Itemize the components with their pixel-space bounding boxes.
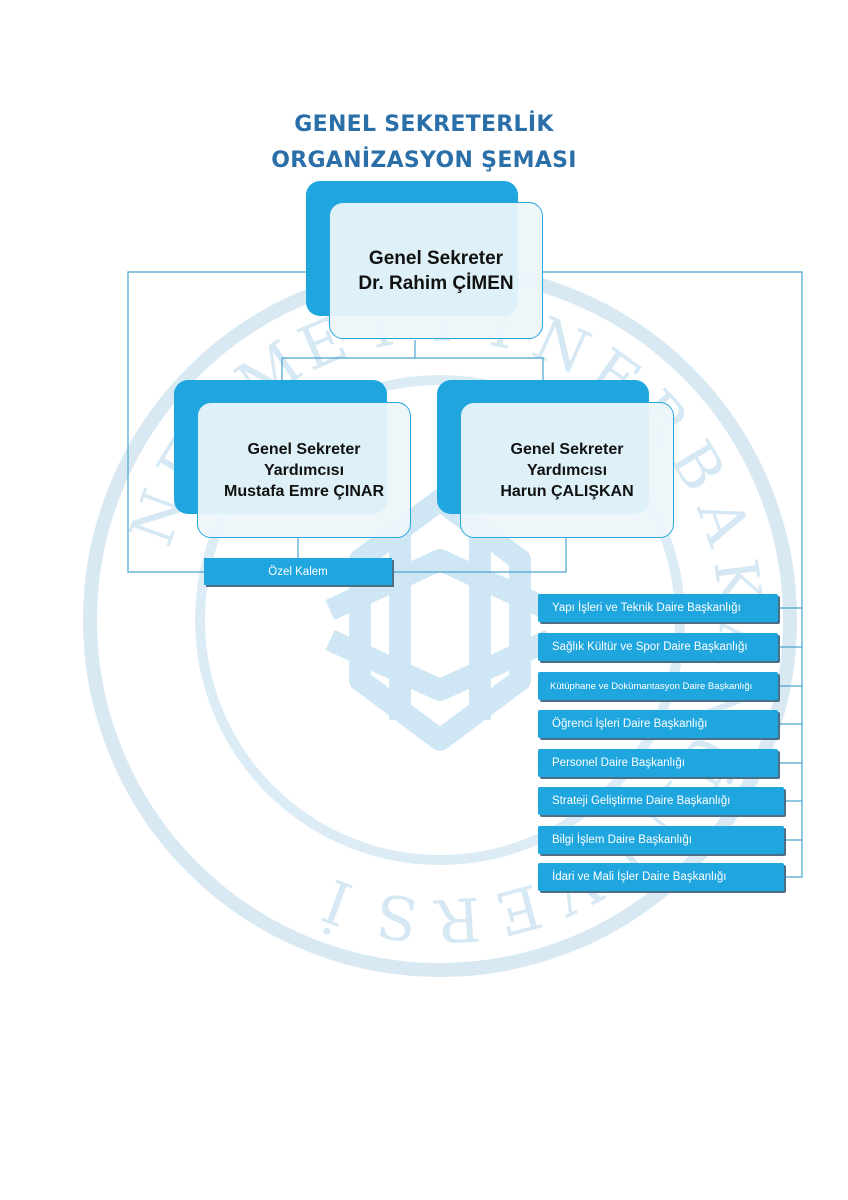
department-box-5: Personel Daire Başkanlığı bbox=[538, 749, 778, 777]
deputy-1-name: Mustafa Emre ÇINAR bbox=[223, 482, 385, 500]
department-box-7: Bilgi İşlem Daire Başkanlığı bbox=[538, 826, 784, 854]
deputy-2-role: Genel Sekreter bbox=[510, 440, 624, 458]
department-box-2: Sağlık Kültür ve Spor Daire Başkanlığı bbox=[538, 633, 778, 661]
watermark-letter: S bbox=[372, 879, 423, 954]
department-box-1: Yapı İşleri ve Teknik Daire Başkanlığı bbox=[538, 594, 778, 622]
department-box-6: Strateji Geliştirme Daire Başkanlığı bbox=[538, 787, 784, 815]
deputy-1-role-line-2: Yardımcısı bbox=[263, 461, 345, 479]
secretary-name: Dr. Rahim ÇİMEN bbox=[358, 272, 514, 294]
private-office-box: Özel Kalem bbox=[204, 558, 392, 585]
department-box-8: İdari ve Mali İşler Daire Başkanlığı bbox=[538, 863, 784, 891]
department-box-3: Kütüphane ve Dokümantasyon Daire Başkanl… bbox=[538, 672, 778, 700]
watermark-letter: R bbox=[432, 883, 483, 956]
chart-title-line-1: GENEL SEKRETERLİK bbox=[294, 112, 554, 137]
deputy-2-role-line-2: Yardımcısı bbox=[526, 461, 608, 479]
department-box-4: Öğrenci İşleri Daire Başkanlığı bbox=[538, 710, 778, 738]
secretary-role: Genel Sekreter bbox=[368, 247, 504, 269]
deputy-2-name: Harun ÇALIŞKAN bbox=[500, 482, 634, 500]
chart-title-line-2: ORGANİZASYON ŞEMASI bbox=[271, 148, 577, 173]
seal-knot-icon bbox=[325, 489, 555, 751]
deputy-1-role: Genel Sekreter bbox=[247, 440, 361, 458]
